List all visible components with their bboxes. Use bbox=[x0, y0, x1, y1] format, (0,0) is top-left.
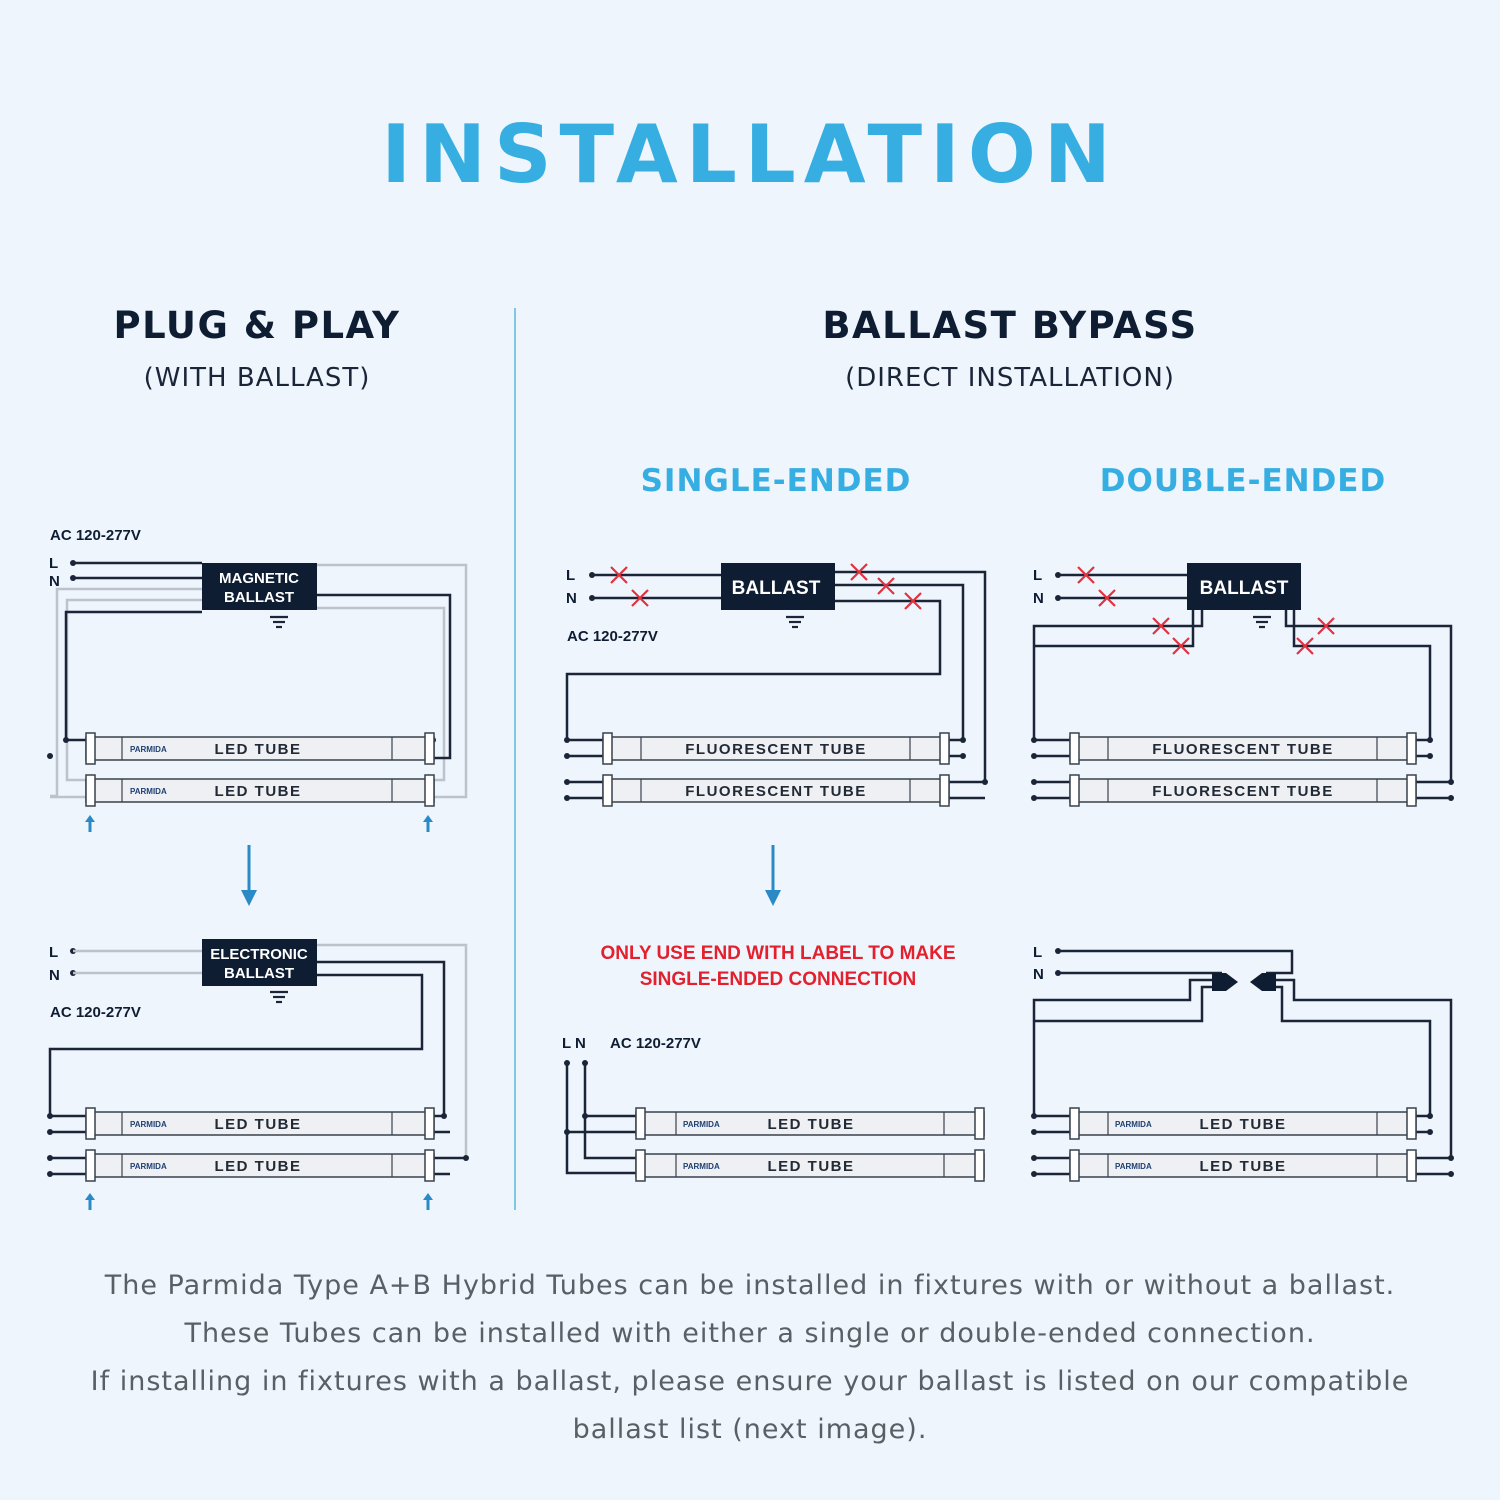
svg-text:L: L bbox=[1033, 944, 1042, 961]
bypass-heading: BALLAST BYPASS bbox=[822, 304, 1197, 347]
footer-line: The Parmida Type A+B Hybrid Tubes can be… bbox=[104, 1270, 1396, 1301]
svg-text:LED TUBE: LED TUBE bbox=[768, 1158, 855, 1175]
svg-text:FLUORESCENT TUBE: FLUORESCENT TUBE bbox=[1152, 741, 1334, 758]
footer-line: These Tubes can be installed with either… bbox=[183, 1318, 1315, 1349]
plug-play-heading: PLUG & PLAY bbox=[114, 304, 401, 347]
svg-text:LED TUBE: LED TUBE bbox=[768, 1116, 855, 1133]
svg-text:LED TUBE: LED TUBE bbox=[1200, 1158, 1287, 1175]
svg-text:SINGLE-ENDED CONNECTION: SINGLE-ENDED CONNECTION bbox=[640, 969, 917, 990]
electronic-ballast-label: ELECTRONIC bbox=[210, 946, 308, 963]
electronic-ballast-diagram: L N AC 120-277V ELECTRONIC BALLAST PARMI… bbox=[47, 939, 469, 1210]
svg-text:AC 120-277V: AC 120-277V bbox=[567, 628, 658, 645]
ballast-box bbox=[721, 563, 835, 610]
svg-text:PARMIDA: PARMIDA bbox=[130, 1120, 167, 1129]
ln-label: L N bbox=[562, 1035, 586, 1052]
parmida-logo: PARMIDA bbox=[130, 745, 167, 754]
svg-text:BALLAST: BALLAST bbox=[224, 589, 294, 606]
svg-text:LED TUBE: LED TUBE bbox=[215, 1158, 302, 1175]
svg-text:LED TUBE: LED TUBE bbox=[215, 741, 302, 758]
svg-text:PARMIDA: PARMIDA bbox=[683, 1162, 720, 1171]
svg-text:PARMIDA: PARMIDA bbox=[1115, 1162, 1152, 1171]
double-ended-led-diagram: L N PARMIDA LED TUBE PARMI bbox=[1031, 944, 1454, 1182]
connector-icon bbox=[1212, 973, 1276, 991]
plug-play-subheading: (WITH BALLAST) bbox=[144, 363, 371, 393]
svg-text:N: N bbox=[49, 967, 60, 984]
down-arrow-icon bbox=[241, 845, 257, 906]
magnetic-ballast-diagram: AC 120-277V L N MAGNETIC BALLAST PARMIDA… bbox=[47, 527, 468, 832]
svg-text:LED TUBE: LED TUBE bbox=[1200, 1116, 1287, 1133]
bypass-subheading: (DIRECT INSTALLATION) bbox=[845, 363, 1175, 393]
svg-text:LED TUBE: LED TUBE bbox=[215, 1116, 302, 1133]
double-ended-title: DOUBLE-ENDED bbox=[1100, 463, 1386, 499]
svg-text:PARMIDA: PARMIDA bbox=[130, 787, 167, 796]
footer-line: If installing in fixtures with a ballast… bbox=[91, 1366, 1410, 1397]
ground-icon bbox=[268, 615, 290, 629]
svg-text:L: L bbox=[566, 567, 575, 584]
single-ended-fluorescent-diagram: L N AC 120-277V BALLAST FLUORESCENT TUBE bbox=[564, 562, 988, 807]
ballast-label: BALLAST bbox=[732, 578, 821, 599]
down-arrow-icon bbox=[765, 845, 781, 906]
electronic-ballast-box bbox=[202, 939, 317, 986]
svg-text:BALLAST: BALLAST bbox=[224, 965, 294, 982]
svg-text:L: L bbox=[1033, 567, 1042, 584]
svg-text:PARMIDA: PARMIDA bbox=[130, 1162, 167, 1171]
svg-text:PARMIDA: PARMIDA bbox=[683, 1120, 720, 1129]
double-ended-fluorescent-diagram: L N BALLAST FLUORESCENT TUBE bbox=[1031, 563, 1454, 807]
magnetic-ballast-box bbox=[202, 563, 317, 610]
voltage-label: AC 120-277V bbox=[50, 527, 141, 544]
svg-text:LED TUBE: LED TUBE bbox=[215, 783, 302, 800]
footer-line: ballast list (next image). bbox=[573, 1414, 928, 1445]
svg-text:AC 120-277V: AC 120-277V bbox=[50, 1004, 141, 1021]
single-ended-title: SINGLE-ENDED bbox=[641, 463, 912, 499]
svg-text:FLUORESCENT TUBE: FLUORESCENT TUBE bbox=[685, 783, 867, 800]
ground-icon bbox=[268, 990, 290, 1004]
svg-text:N: N bbox=[1033, 966, 1044, 983]
page-title: INSTALLATION bbox=[381, 108, 1119, 201]
svg-text:FLUORESCENT TUBE: FLUORESCENT TUBE bbox=[685, 741, 867, 758]
ballast-box bbox=[1187, 563, 1301, 610]
ballast-label: BALLAST bbox=[1200, 578, 1289, 599]
ground-icon bbox=[784, 615, 806, 629]
svg-text:N: N bbox=[566, 590, 577, 607]
svg-text:FLUORESCENT TUBE: FLUORESCENT TUBE bbox=[1152, 783, 1334, 800]
neutral-label: N bbox=[49, 573, 60, 590]
svg-text:N: N bbox=[1033, 590, 1044, 607]
magnetic-ballast-label: MAGNETIC bbox=[219, 570, 299, 587]
svg-text:PARMIDA: PARMIDA bbox=[1115, 1120, 1152, 1129]
warning-text: ONLY USE END WITH LABEL TO MAKE bbox=[600, 943, 955, 964]
ground-icon bbox=[1251, 615, 1273, 629]
line-label: L bbox=[49, 555, 58, 572]
single-ended-led-diagram: ONLY USE END WITH LABEL TO MAKE SINGLE-E… bbox=[562, 943, 985, 1182]
svg-text:AC 120-277V: AC 120-277V bbox=[610, 1035, 701, 1052]
svg-text:L: L bbox=[49, 944, 58, 961]
